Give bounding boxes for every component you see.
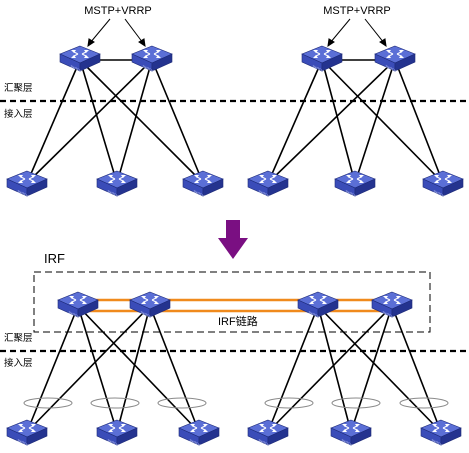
irf-boundary — [33, 271, 431, 333]
switch-icon — [6, 419, 48, 448]
switch-icon — [374, 45, 416, 74]
switch-icon — [420, 419, 462, 448]
switch-icon — [6, 170, 48, 199]
aggregation-layer-label-bottom: 汇聚层 — [4, 333, 33, 344]
bottom-links — [26, 305, 442, 433]
access-layer-label-top: 接入层 — [4, 108, 33, 120]
switch-icon — [297, 291, 339, 320]
switch-icon — [182, 170, 224, 199]
irf-links — [80, 298, 392, 313]
switch-icon — [59, 45, 101, 74]
switch-icon — [330, 419, 372, 448]
access-layer-label-bottom: 接入层 — [4, 357, 33, 369]
top-left-links — [26, 59, 204, 184]
switch-icon — [96, 170, 138, 199]
switch-icon — [131, 45, 173, 74]
switch-icon — [301, 45, 343, 74]
mstp-vrrp-label-left: MSTP+VRRP — [84, 5, 152, 17]
aggregation-layer-label-top: 汇聚层 — [4, 83, 33, 94]
switch-icon — [247, 419, 289, 448]
down-arrow-icon — [218, 220, 248, 259]
switch-icon — [422, 170, 464, 199]
link-aggregation-ellipses — [23, 397, 449, 409]
mstp-vrrp-label-right: MSTP+VRRP — [323, 5, 391, 17]
switch-icon — [57, 291, 99, 320]
switch-icon — [96, 419, 138, 448]
mstp-pointer-arrows — [87, 18, 387, 48]
top-right-links — [267, 59, 444, 184]
switch-icon — [334, 170, 376, 199]
irf-title: IRF — [44, 251, 65, 266]
switch-icon — [178, 419, 220, 448]
switch-icon — [247, 170, 289, 199]
irf-link-label: IRF链路 — [218, 314, 258, 328]
switch-icon — [371, 291, 413, 320]
switch-icon — [129, 291, 171, 320]
